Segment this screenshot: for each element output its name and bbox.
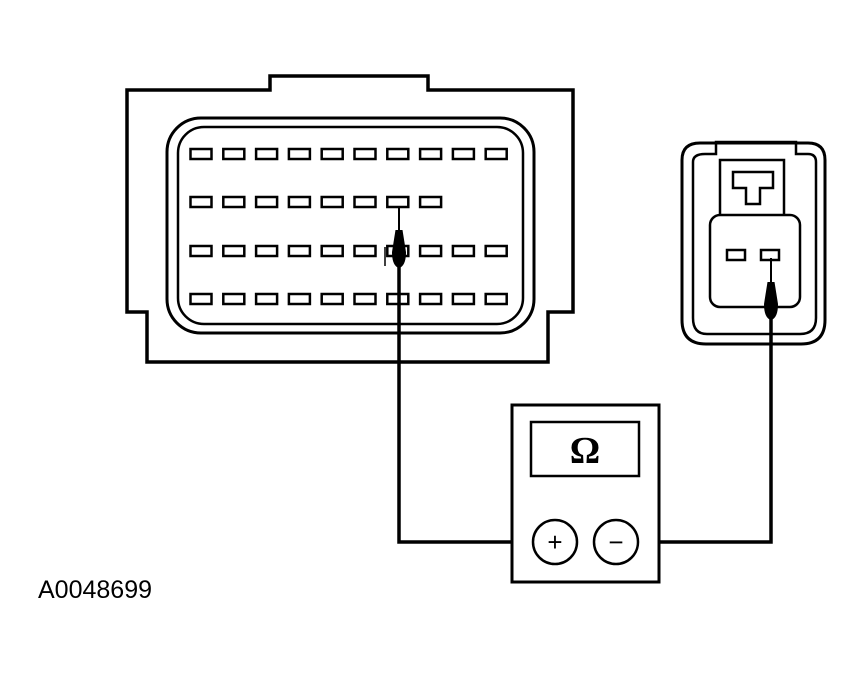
pin-cavity <box>451 292 476 306</box>
pin-cavity <box>320 292 344 306</box>
pin-cavity <box>320 195 344 209</box>
pin-cavity <box>189 292 213 306</box>
large-connector <box>125 74 575 364</box>
small-connector-latch <box>718 158 786 218</box>
negative-probe <box>764 258 778 320</box>
pin-cavity <box>353 147 377 161</box>
pin-cavity <box>451 147 476 161</box>
positive-probe <box>384 207 406 268</box>
large-connector-inner-rim <box>176 125 525 326</box>
pin-cavity <box>254 195 279 209</box>
pin-cavity <box>418 147 443 161</box>
small-connector-terminal-body <box>708 213 802 309</box>
ohmmeter-display <box>529 420 641 478</box>
pin-cavity <box>254 147 279 161</box>
negative-terminal-jack <box>592 518 640 566</box>
pin-cavity <box>418 292 443 306</box>
small-connector <box>680 140 827 346</box>
ohm-symbol: Ω <box>570 430 600 472</box>
pin-cavity <box>484 292 508 306</box>
pin-cavity <box>222 195 246 209</box>
pin-cavity <box>222 244 246 258</box>
large-connector-pin-grid <box>189 147 508 306</box>
pin-cavity <box>254 292 279 306</box>
pin-cavity <box>254 244 279 258</box>
figure-id-label: A0048699 <box>38 576 153 604</box>
pin-cavity <box>189 195 213 209</box>
large-connector-outer-rim <box>165 116 536 335</box>
pin-cavity <box>189 244 213 258</box>
pin-cavity <box>418 244 443 258</box>
pin-cavity <box>353 244 377 258</box>
negative-terminal-label: − <box>608 527 623 557</box>
positive-terminal-jack <box>531 518 579 566</box>
pin-cavity <box>189 147 213 161</box>
pin-cavity <box>484 244 508 258</box>
pin-cavity <box>418 195 443 209</box>
pin-cavity <box>287 195 312 209</box>
ohmmeter: Ω + − <box>510 403 661 584</box>
pin-cavity <box>353 195 377 209</box>
pin-cavity <box>353 292 377 306</box>
pin-cavity <box>386 147 410 161</box>
large-connector-housing <box>125 74 575 364</box>
pin-cavity <box>287 292 312 306</box>
small-connector-latch-tab <box>731 170 775 206</box>
pin-cavity <box>287 244 312 258</box>
pin-cavity <box>320 147 344 161</box>
pin-cavity <box>222 147 246 161</box>
pin-cavity <box>725 248 747 262</box>
pin-cavity <box>320 244 344 258</box>
negative-test-lead-wire <box>637 316 773 544</box>
pin-cavity <box>386 195 410 209</box>
small-connector-housing-inner <box>691 140 818 336</box>
pin-cavity <box>451 244 476 258</box>
pin-cavity <box>287 147 312 161</box>
positive-test-lead-wire <box>397 262 533 544</box>
positive-terminal-label: + <box>547 527 562 557</box>
pin-cavity <box>222 292 246 306</box>
pin-cavity <box>484 147 508 161</box>
